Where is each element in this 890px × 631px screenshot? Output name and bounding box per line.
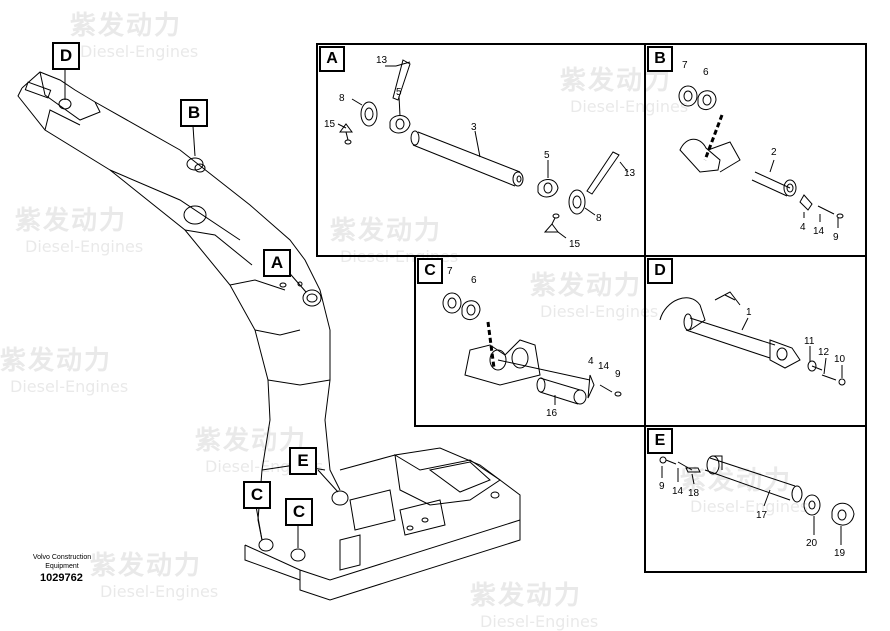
caption-line-2: Equipment	[45, 563, 79, 570]
part-label: 3	[471, 122, 477, 133]
part-label: 14	[598, 361, 610, 372]
panel-d-parts	[659, 291, 846, 386]
part-label: 8	[339, 93, 345, 104]
part-label: 2	[771, 147, 777, 158]
part-label: 14	[672, 486, 684, 497]
callout-a: A	[263, 249, 291, 277]
part-label: 10	[834, 354, 846, 365]
caption-line-1: Volvo Construction	[32, 554, 92, 561]
boom-drawing	[17, 71, 349, 562]
part-labels-a: 13 8 5 15 3 5 13 8 15	[324, 55, 636, 250]
part-label: 13	[376, 55, 388, 66]
part-label: 12	[818, 347, 830, 358]
part-labels-b: 7 6 2 4 14 9	[682, 60, 839, 243]
manufacturer-caption: Volvo Construction Equipment	[22, 553, 102, 571]
part-labels-e: 9 14 18 17 20 19	[659, 481, 846, 559]
panel-e-frame	[644, 425, 867, 573]
part-label: 15	[569, 239, 581, 250]
part-label: 15	[324, 119, 336, 130]
document-number: 1029762	[40, 572, 83, 584]
part-label: 1	[746, 307, 752, 318]
upper-frame-drawing	[244, 447, 521, 601]
part-label: 8	[596, 213, 602, 224]
panel-a-label: A	[319, 46, 345, 72]
part-labels-d: 1 11 12 10	[746, 307, 846, 365]
panel-b-label: B	[647, 46, 673, 72]
part-label: 6	[703, 67, 709, 78]
callout-c-left: C	[243, 481, 271, 509]
panel-d-label: D	[647, 258, 673, 284]
part-labels-c: 7 6 4 14 9 16	[447, 266, 621, 419]
panel-c-parts	[442, 292, 622, 405]
panel-e-parts	[659, 455, 855, 545]
panel-d-frame	[644, 255, 867, 427]
part-label: 7	[447, 266, 453, 277]
part-label: 9	[615, 369, 621, 380]
panel-b-frame	[644, 43, 867, 257]
part-label: 11	[804, 336, 815, 347]
part-label: 20	[806, 538, 818, 549]
part-label: 19	[834, 548, 846, 559]
panel-c-frame	[414, 255, 646, 427]
panel-a-frame	[316, 43, 646, 257]
panel-a-parts	[337, 59, 629, 239]
panel-b-parts	[678, 85, 844, 228]
part-label: 17	[756, 510, 768, 521]
part-label: 9	[659, 481, 665, 492]
part-label: 18	[688, 488, 700, 499]
callout-c-right: C	[285, 498, 313, 526]
callout-d: D	[52, 42, 80, 70]
panel-e-label: E	[647, 428, 673, 454]
panel-c-label: C	[417, 258, 443, 284]
part-label: 6	[471, 275, 477, 286]
part-label: 14	[813, 226, 825, 237]
part-label: 7	[682, 60, 688, 71]
callout-e: E	[289, 447, 317, 475]
part-label: 5	[544, 150, 550, 161]
part-label: 16	[546, 408, 558, 419]
part-label: 13	[624, 168, 636, 179]
part-label: 5	[396, 87, 402, 98]
part-label: 9	[833, 232, 839, 243]
part-label: 4	[800, 222, 806, 233]
part-label: 4	[588, 356, 594, 367]
callout-b: B	[180, 99, 208, 127]
